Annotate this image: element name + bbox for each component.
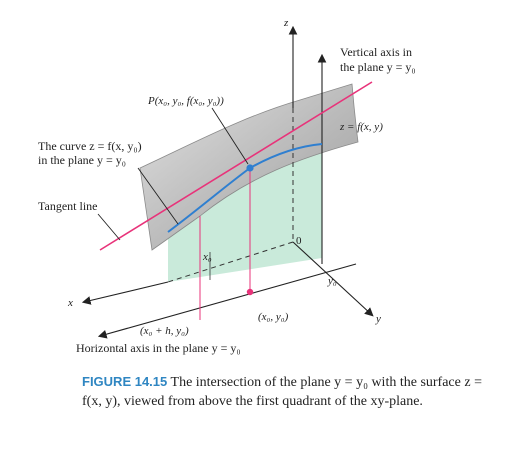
vertical-axis-label-1: Vertical axis in: [340, 45, 412, 59]
y-axis: [292, 241, 374, 317]
curve-label-2: in the plane y = y₀: [38, 153, 126, 167]
point-x0-y0: [246, 288, 254, 296]
leader-tangent: [97, 213, 121, 241]
point-p-label: P(x₀, y₀, f(x₀, y₀)): [147, 95, 224, 107]
curve-label-1: The curve z = f(x, y₀): [38, 139, 142, 153]
surface-label: z = f(x, y): [339, 121, 383, 133]
y0-label: y₀: [327, 275, 337, 287]
x0-label: x₀: [202, 251, 212, 263]
figure-number: FIGURE 14.15: [82, 374, 168, 389]
point-x0h-label: (x₀ + h, y₀): [140, 325, 189, 337]
leader-point-p: [211, 107, 249, 165]
caption-text: The intersection of the plane y = y₀ wit…: [82, 375, 482, 409]
vertical-axis-label-2: the plane y = y₀: [340, 60, 416, 74]
figure-caption: FIGURE 14.15 The intersection of the pla…: [82, 372, 482, 411]
point-x0-y0-label: (x₀, y₀): [258, 311, 289, 323]
point-p: [246, 164, 254, 172]
x-axis-label: x: [67, 297, 73, 309]
origin-label: 0: [296, 235, 302, 247]
plane-y-y0: [168, 152, 322, 282]
tangent-line-label: Tangent line: [38, 199, 97, 213]
x-axis: [81, 281, 169, 305]
x-axis-dashed: [167, 241, 294, 283]
z-axis-label: z: [283, 17, 289, 29]
horizontal-axis-line: [97, 263, 357, 339]
horizontal-axis-label: Horizontal axis in the plane y = y₀: [76, 341, 241, 355]
y-axis-label: y: [375, 313, 381, 325]
tangent-line: [99, 81, 373, 251]
leader-curve: [137, 167, 179, 225]
